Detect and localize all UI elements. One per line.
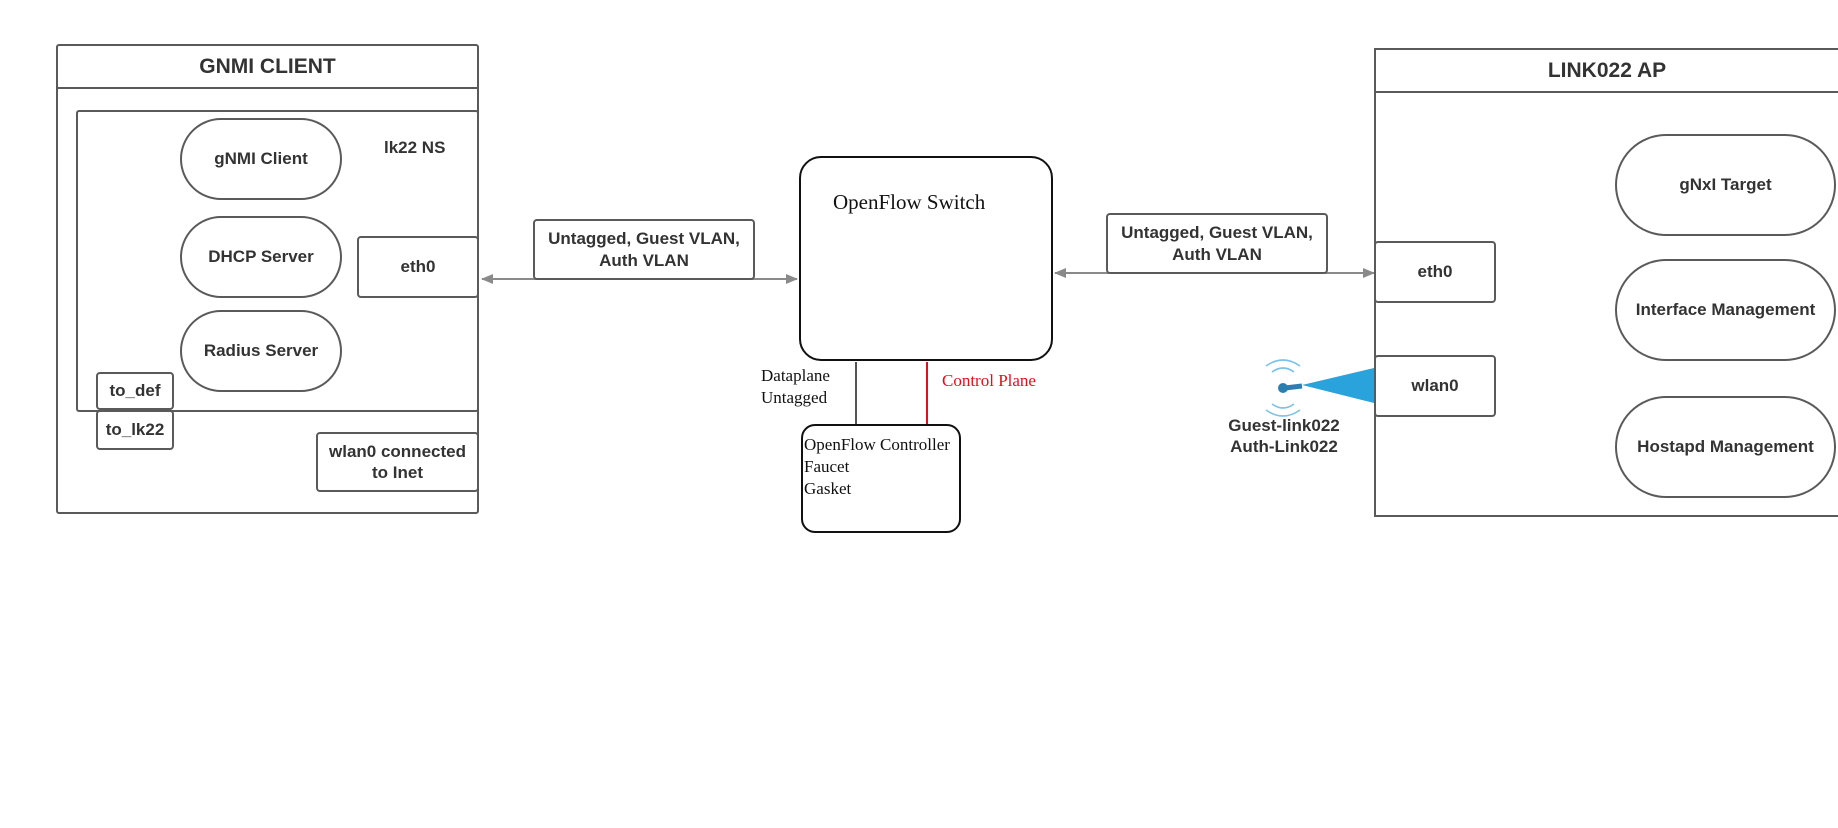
radius-server-node: Radius Server	[180, 310, 342, 392]
wifi-signal-icon	[1265, 359, 1301, 417]
to-def-port: to_def	[96, 372, 174, 410]
gnmi-eth0-port: eth0	[357, 236, 479, 298]
wifi-beam	[1302, 368, 1374, 403]
openflow-switch	[799, 156, 1053, 361]
hostapd-management-node: Hostapd Management	[1615, 396, 1836, 498]
left-link-label: Untagged, Guest VLAN, Auth VLAN	[533, 219, 755, 280]
gnmi-client-title: GNMI CLIENT	[58, 46, 477, 89]
controller-line3: Gasket	[804, 479, 852, 498]
dataplane-label-line1: Dataplane	[761, 366, 830, 385]
wireless-ssid-guest: Guest-link022	[1228, 416, 1340, 435]
control-plane-label: Control Plane	[942, 371, 1036, 390]
openflow-controller-box	[801, 424, 961, 533]
controller-line2: Faucet	[804, 457, 850, 476]
to-lk22-port: to_lk22	[96, 410, 174, 450]
gnmi-client-node: gNMI Client	[180, 118, 342, 200]
ap-wlan0-port: wlan0	[1374, 355, 1496, 417]
link022-ap-title: LINK022 AP	[1376, 50, 1838, 93]
wireless-ssid-auth: Auth-Link022	[1230, 437, 1338, 456]
namespace-label: lk22 NS	[384, 138, 446, 157]
gnxi-target-node: gNxI Target	[1615, 134, 1836, 236]
openflow-switch-label: OpenFlow Switch	[833, 190, 986, 214]
dataplane-label-line2: Untagged	[761, 388, 828, 407]
controller-line1: OpenFlow Controller	[804, 435, 950, 454]
dhcp-server-node: DHCP Server	[180, 216, 342, 298]
ap-eth0-port: eth0	[1374, 241, 1496, 303]
wifi-antenna-dot	[1278, 383, 1288, 393]
right-link-label: Untagged, Guest VLAN, Auth VLAN	[1106, 213, 1328, 274]
wlan0-note: wlan0 connected to Inet	[316, 432, 479, 492]
interface-management-node: Interface Management	[1615, 259, 1836, 361]
